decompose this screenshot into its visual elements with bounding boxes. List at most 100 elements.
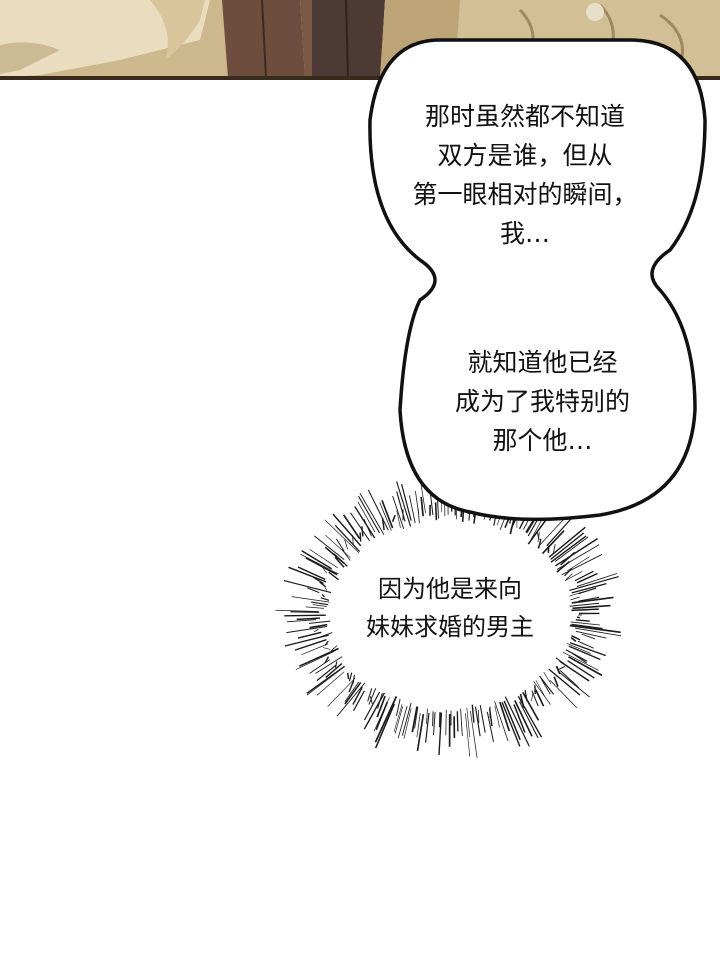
burst-line: [396, 481, 412, 527]
burst-line: [324, 546, 345, 565]
burst-line: [434, 502, 438, 521]
speech-bubble-outline: [368, 38, 707, 522]
burst-line: [306, 665, 345, 694]
burst-line: [426, 708, 428, 724]
burst-line: [554, 536, 589, 562]
burst-line: [309, 623, 328, 629]
burst-line: [324, 640, 329, 646]
burst-line: [433, 712, 436, 736]
burst-line: [396, 510, 401, 529]
burst-line: [286, 626, 327, 634]
burst-line: [324, 586, 328, 591]
burst-line: [324, 519, 360, 553]
burst-line: [367, 688, 373, 702]
burst-line: [297, 631, 322, 639]
burst-line: [403, 708, 412, 739]
burst-line: [533, 681, 551, 705]
burst-line: [314, 628, 319, 632]
thought-burst-text: 因为他是来向 妹妹求婚的男主: [366, 575, 534, 641]
burst-line: [295, 651, 335, 670]
burst-line: [456, 711, 459, 732]
thought-burst-center: [342, 532, 558, 696]
burst-line: [445, 709, 447, 736]
burst-line: [494, 701, 509, 742]
burst-line: [368, 688, 377, 705]
burst-line: [352, 674, 356, 684]
burst-line: [504, 696, 530, 747]
burst-line: [571, 635, 581, 641]
burst-line: [377, 693, 383, 709]
burst-line: [397, 705, 408, 739]
burst-line: [567, 556, 590, 572]
burst-line: [571, 583, 607, 594]
burst-line: [308, 620, 331, 624]
burst-line: [379, 502, 392, 531]
burst-line: [501, 702, 521, 747]
burst-line: [567, 660, 595, 679]
burst-line: [309, 549, 338, 568]
burst-line: [301, 643, 329, 656]
burst-line: [296, 617, 321, 621]
burst-line: [327, 677, 356, 707]
burst-line: [576, 572, 598, 584]
burst-line: [578, 587, 597, 595]
burst-line: [344, 681, 360, 702]
burst-line: [330, 645, 338, 652]
burst-line: [471, 704, 475, 723]
burst-line: [319, 581, 327, 588]
burst-line: [576, 573, 618, 587]
burst-line: [537, 531, 540, 543]
burst-line: [499, 701, 511, 732]
burst-line: [305, 606, 324, 609]
burst-line: [530, 519, 543, 540]
burst-line: [556, 560, 570, 573]
burst-line: [408, 495, 416, 524]
burst-line: [348, 672, 353, 682]
burst-line: [494, 705, 500, 728]
burst-line: [569, 591, 583, 597]
burst-line: [411, 706, 418, 733]
burst-line: [513, 704, 526, 733]
burst-line: [321, 594, 326, 598]
burst-line: [437, 498, 439, 519]
burst-line: [568, 656, 603, 677]
burst-line: [392, 495, 405, 529]
burst-line: [286, 619, 317, 623]
burst-line: [300, 553, 339, 575]
burst-line: [416, 713, 425, 752]
burst-line: [509, 519, 515, 535]
burst-line: [530, 693, 534, 702]
burst-line: [344, 539, 349, 550]
burst-line: [535, 680, 545, 696]
burst-line: [396, 491, 406, 522]
burst-line: [474, 706, 481, 737]
burst-line: [553, 544, 556, 553]
burst-line: [570, 636, 577, 643]
burst-line: [313, 535, 345, 560]
burst-line: [562, 651, 599, 671]
burst-line: [470, 710, 478, 758]
burst-line: [571, 652, 588, 664]
burst-line: [307, 587, 320, 594]
burst-line: [352, 686, 363, 705]
burst-line: [541, 679, 551, 695]
burst-line: [537, 538, 542, 549]
burst-line: [575, 619, 590, 622]
burst-line: [352, 690, 365, 712]
burst-line: [571, 608, 599, 612]
burst-line: [316, 664, 337, 682]
burst-line: [394, 706, 404, 734]
burst-line: [569, 602, 600, 607]
burst-line: [357, 501, 376, 533]
burst-line: [325, 662, 343, 679]
burst-line: [359, 532, 362, 542]
burst-line: [570, 621, 600, 626]
burst-line: [334, 556, 345, 568]
burst-line: [574, 570, 594, 582]
burst-line: [346, 672, 350, 680]
burst-line: [560, 551, 576, 566]
burst-line: [565, 573, 573, 581]
burst-line: [571, 596, 614, 604]
burst-line: [363, 691, 381, 721]
burst-line: [335, 538, 345, 552]
